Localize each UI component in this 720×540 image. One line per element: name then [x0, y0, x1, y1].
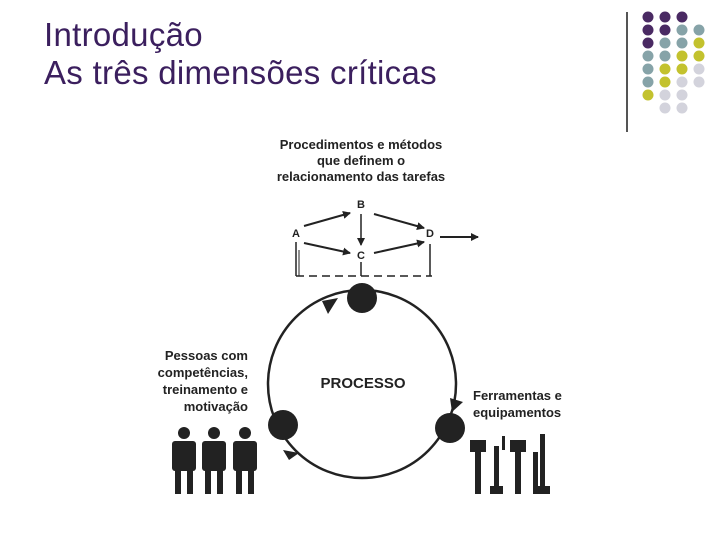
arrow-a-b [303, 211, 351, 227]
deco-dot [676, 50, 688, 62]
tool-icons [470, 434, 550, 494]
node-left [268, 410, 298, 440]
deco-dot [659, 24, 671, 36]
person-icon [202, 427, 226, 494]
tool-icon [533, 434, 550, 494]
task-node-c: C [357, 250, 365, 262]
procedures-label: Procedimentos e métodos que definem o re… [277, 137, 445, 184]
deco-dot [642, 24, 654, 36]
tool-icon [470, 440, 486, 494]
deco-dot [676, 76, 688, 88]
deco-dot [642, 89, 654, 101]
person-icon [233, 427, 257, 494]
tool-icon [510, 440, 526, 494]
node-right [435, 413, 465, 443]
deco-dot [676, 89, 688, 101]
deco-dot [659, 102, 671, 114]
tools-label-line: Ferramentas e [473, 388, 562, 403]
cycle-arrow-head [283, 450, 299, 460]
deco-dot [642, 11, 654, 23]
person-icon [172, 427, 196, 494]
tool-icon [490, 436, 505, 494]
cycle-arrow-head [322, 298, 338, 314]
task-node-a: A [292, 228, 300, 240]
title-line-1: Introdução [44, 16, 203, 53]
task-node-d: D [426, 228, 434, 240]
deco-dot [693, 37, 705, 49]
people-label-line: treinamento e [163, 382, 248, 397]
slide-title: Introdução As três dimensões críticas [44, 16, 437, 92]
arrow-a-c [303, 242, 351, 256]
people-label-line: Pessoas com [165, 348, 248, 363]
arrow-c-d [373, 239, 425, 254]
title-line-2: As três dimensões críticas [44, 54, 437, 91]
deco-dot [676, 24, 688, 36]
deco-dot [659, 11, 671, 23]
people-label: Pessoas com competências, treinamento e … [158, 348, 248, 414]
deco-dot [642, 37, 654, 49]
deco-dot [642, 76, 654, 88]
decorative-divider [626, 12, 628, 132]
deco-dot [659, 89, 671, 101]
procedures-label-line: que definem o [317, 153, 405, 168]
process-cycle: PROCESSO [266, 283, 465, 480]
deco-dot [659, 37, 671, 49]
deco-dot [659, 63, 671, 75]
deco-dot [642, 63, 654, 75]
deco-dot [676, 11, 688, 23]
deco-dot [676, 63, 688, 75]
deco-dot [676, 102, 688, 114]
people-label-line: motivação [184, 399, 248, 414]
deco-dot [693, 50, 705, 62]
deco-dot [693, 63, 705, 75]
procedures-label-line: relacionamento das tarefas [277, 169, 445, 184]
deco-dot [659, 76, 671, 88]
cycle-arrow-head [450, 398, 463, 412]
node-top [347, 283, 377, 313]
task-network: B A C D [292, 199, 479, 277]
deco-dot [676, 37, 688, 49]
process-center-label: PROCESSO [320, 375, 405, 392]
deco-dot [693, 24, 705, 36]
deco-dot [693, 76, 705, 88]
people-icons [172, 427, 257, 494]
deco-dot [642, 50, 654, 62]
arrow-b-d [373, 213, 425, 230]
deco-dot [659, 50, 671, 62]
procedures-label-line: Procedimentos e métodos [280, 137, 443, 152]
tools-label-line: equipamentos [473, 405, 561, 420]
task-node-b: B [357, 199, 365, 211]
tools-label: Ferramentas e equipamentos [473, 388, 562, 420]
people-label-line: competências, [158, 365, 248, 380]
